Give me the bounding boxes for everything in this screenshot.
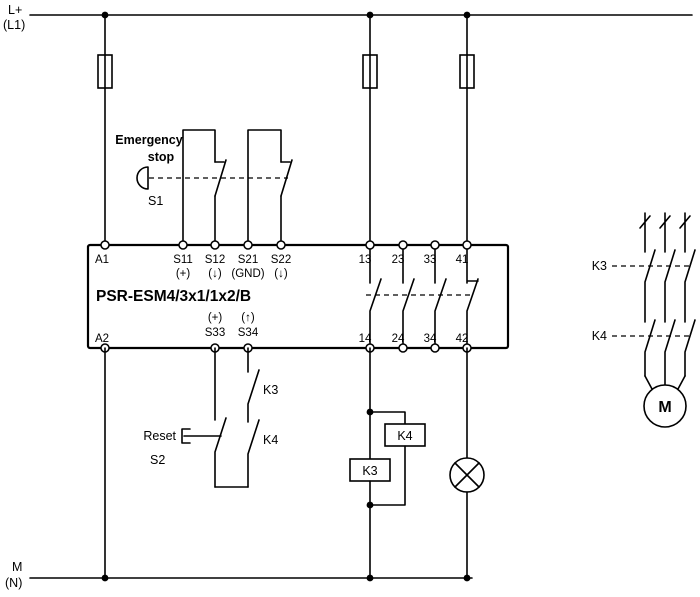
k3-main-contact <box>644 249 656 323</box>
estop-channel2-wire <box>247 129 282 246</box>
estop-channel1-wire <box>182 129 216 246</box>
k4-main-contact <box>684 319 696 377</box>
terminal-label-a2: A2 <box>95 333 109 345</box>
terminal-13 <box>365 240 375 250</box>
terminal-33 <box>430 240 440 250</box>
estop-tag: S1 <box>148 194 163 208</box>
supply-drop-a1 <box>97 14 113 246</box>
terminal-sublabel-s11: (+) <box>176 268 191 280</box>
bottom-rail-label-line1: M <box>12 560 22 574</box>
k3-main-contact <box>664 249 676 323</box>
nc-contact-blade <box>214 159 227 197</box>
motor-label: M <box>658 399 671 416</box>
k4-coil-label: K4 <box>397 429 412 443</box>
k4-main-contact <box>644 319 656 377</box>
terminal-sublabel-s12: (↓) <box>208 268 222 280</box>
terminal-label-24: 24 <box>392 333 405 345</box>
terminal-41 <box>462 240 472 250</box>
terminal-sublabel-s21: (GND) <box>231 268 264 280</box>
k4-branch-wire <box>369 445 406 506</box>
terminal-s12 <box>210 240 220 250</box>
reset-tag: S2 <box>150 453 165 467</box>
terminal-label-14: 14 <box>359 333 372 345</box>
terminal-label-a1: A1 <box>95 254 109 266</box>
relay-model-label: PSR-ESM4/3x1/1x2/B <box>96 288 251 305</box>
motor-feed-wires <box>644 375 686 390</box>
motor-circuit: K3 K4 M <box>592 212 696 428</box>
reset-pushbutton-icon <box>181 428 222 444</box>
phase-line-l2 <box>659 212 671 253</box>
bottom-rail-label-line2: (N) <box>5 576 22 590</box>
top-rail-label-line1: L+ <box>8 3 22 17</box>
terminal-label-13: 13 <box>359 254 372 266</box>
terminal-label-23: 23 <box>392 254 405 266</box>
coil-circuit: K4 K3 <box>349 347 426 579</box>
fuse-icon <box>459 54 475 89</box>
terminal-label-34: 34 <box>424 333 437 345</box>
terminal-suplabel-s34: (↑) <box>241 312 255 324</box>
motor-icon <box>643 384 687 428</box>
terminal-23 <box>398 240 408 250</box>
k3-main-contact <box>684 249 696 323</box>
no-contact <box>402 248 415 345</box>
terminal-s22 <box>276 240 286 250</box>
lamp-circuit <box>449 347 485 579</box>
feedback-contact-k4 <box>247 419 260 488</box>
k4-main-contact <box>664 319 676 386</box>
junction-dot <box>366 501 374 509</box>
feedback-contact-k3-label: K3 <box>263 383 278 397</box>
nc-contact <box>466 248 479 345</box>
terminal-label-s22: S22 <box>271 254 291 266</box>
junction-dot <box>366 408 374 416</box>
k3-coil-label: K3 <box>362 464 377 478</box>
feedback-contact-k3 <box>247 347 260 423</box>
terminal-sublabel-s22: (↓) <box>274 268 288 280</box>
terminal-34 <box>430 343 440 353</box>
terminal-s11 <box>178 240 188 250</box>
safety-relay: PSR-ESM4/3x1/1x2/B A <box>86 240 510 353</box>
reset-feedback-circuit: Reset S2 K3 K4 <box>143 347 278 488</box>
fuse-icon <box>362 54 378 89</box>
phase-line-l3 <box>679 212 691 253</box>
supply-drop-41 <box>459 14 475 246</box>
terminal-suplabel-s33: (+) <box>208 312 223 324</box>
terminal-label-s33: S33 <box>205 327 225 339</box>
terminal-label-s34: S34 <box>238 327 259 339</box>
relay-contact-23-24 <box>402 248 415 345</box>
terminal-label-s11: S11 <box>173 254 193 266</box>
reset-contact <box>214 347 227 488</box>
k4-contactor-label: K4 <box>592 329 607 343</box>
estop-title-line2: stop <box>148 150 175 164</box>
terminal-24 <box>398 343 408 353</box>
k4-branch-wire <box>369 411 406 425</box>
supply-drop-13 <box>362 14 378 246</box>
relay-contact-41-42 <box>466 248 479 345</box>
emergency-stop-circuit: Emergency stop S1 <box>115 129 293 246</box>
k3-contactor-label: K3 <box>592 259 607 273</box>
top-rail-label-line2: (L1) <box>3 18 25 32</box>
feedback-contact-k4-label: K4 <box>263 433 278 447</box>
terminal-label-42: 42 <box>456 333 469 345</box>
fuse-icon <box>97 54 113 89</box>
terminal-s21 <box>243 240 253 250</box>
terminal-a1 <box>100 240 110 250</box>
indicator-lamp-cross <box>454 462 480 488</box>
terminal-label-41: 41 <box>456 254 469 266</box>
estop-mushroom-icon <box>136 166 149 190</box>
estop-title-line1: Emergency <box>115 133 182 147</box>
phase-line-l1 <box>639 212 651 253</box>
terminal-label-s12: S12 <box>205 254 225 266</box>
terminal-label-33: 33 <box>424 254 437 266</box>
reset-label: Reset <box>143 429 176 443</box>
terminal-label-s21: S21 <box>238 254 258 266</box>
